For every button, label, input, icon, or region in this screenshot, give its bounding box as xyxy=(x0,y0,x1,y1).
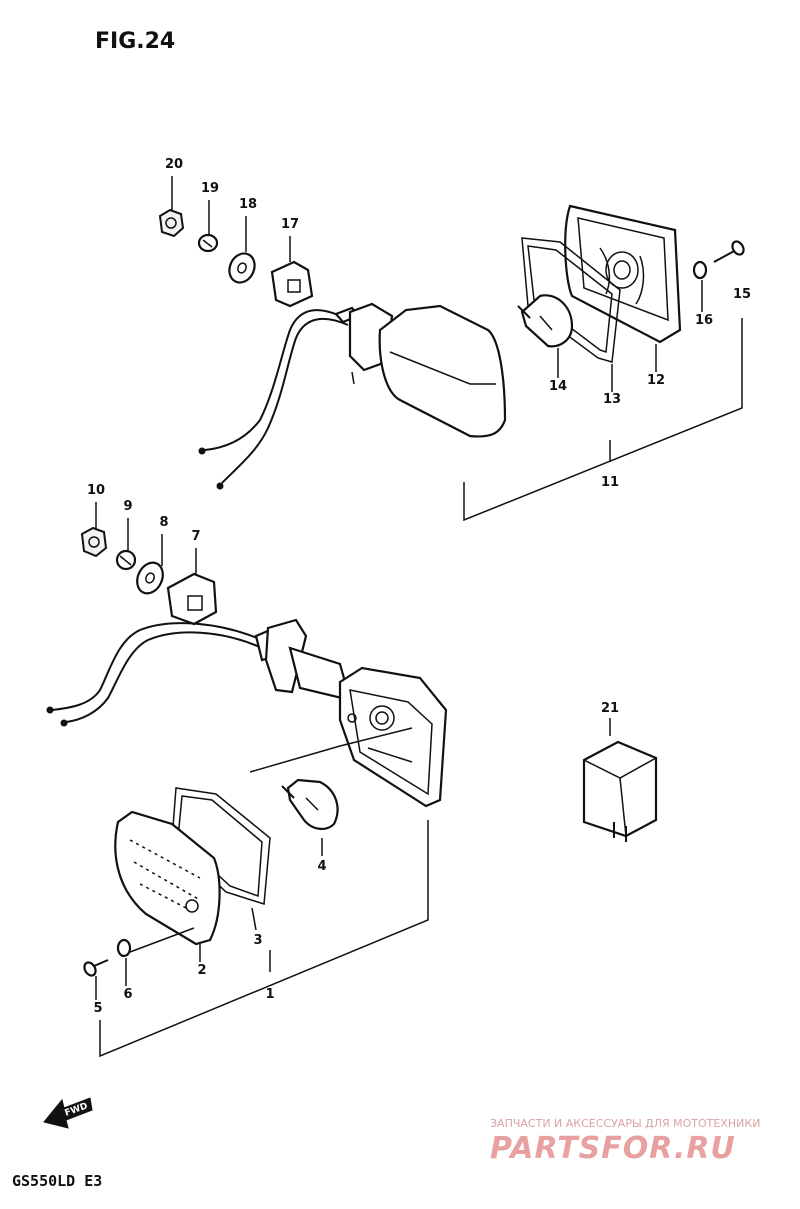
callout-17: 17 xyxy=(281,217,299,232)
callout-9: 9 xyxy=(123,499,132,514)
callout-16: 16 xyxy=(695,313,713,328)
callout-8: 8 xyxy=(159,515,168,530)
rear-turn-signal-assembly xyxy=(158,204,745,522)
figure-title: FIG.24 xyxy=(95,29,175,54)
part-6-washer xyxy=(116,938,132,958)
callouts: 20 19 18 17 15 16 12 13 14 11 10 9 8 7 2… xyxy=(87,157,751,1016)
part-12-lens xyxy=(564,204,682,344)
part-15-screw xyxy=(713,240,745,263)
callout-6: 6 xyxy=(123,987,132,1002)
part-18-washer xyxy=(228,252,256,284)
part-10-nut xyxy=(80,526,108,558)
part-17-cushion xyxy=(270,260,314,308)
callout-10: 10 xyxy=(87,483,105,498)
part-19-lock-washer xyxy=(197,233,219,253)
callout-15: 15 xyxy=(733,287,751,302)
part-16-washer xyxy=(692,260,708,280)
callout-4: 4 xyxy=(317,859,326,874)
part-9-lock-washer xyxy=(115,549,137,571)
callout-2: 2 xyxy=(197,963,206,978)
callout-13: 13 xyxy=(603,392,621,407)
callout-12: 12 xyxy=(647,373,665,388)
callout-5: 5 xyxy=(93,1001,102,1016)
part-14-bulb xyxy=(517,294,574,348)
front-turn-signal-assembly xyxy=(46,526,448,1058)
model-code: GS550LD E3 xyxy=(12,1172,102,1190)
part-5-screw xyxy=(83,959,109,977)
callout-21: 21 xyxy=(601,701,619,716)
callout-20: 20 xyxy=(165,157,183,172)
part-20-nut xyxy=(158,208,185,238)
callout-1: 1 xyxy=(265,987,274,1002)
part-2-lens xyxy=(114,810,221,946)
callout-18: 18 xyxy=(239,197,257,212)
watermark-tagline: ЗАПЧАСТИ И АКСЕССУАРЫ ДЛЯ МОТОТЕХНИКИ xyxy=(490,1117,760,1130)
watermark-brand: PARTSFOR.RU xyxy=(490,1131,736,1166)
part-4-bulb xyxy=(281,778,339,830)
callout-3: 3 xyxy=(253,933,262,948)
part-21-relay xyxy=(582,718,658,842)
callout-11: 11 xyxy=(601,475,619,490)
forward-arrow-icon: FWD xyxy=(43,1097,93,1129)
callout-19: 19 xyxy=(201,181,219,196)
callout-7: 7 xyxy=(191,529,200,544)
part-7-cushion xyxy=(166,572,218,626)
callout-14: 14 xyxy=(549,379,567,394)
part-8-washer xyxy=(136,561,164,595)
watermark: ЗАПЧАСТИ И АКСЕССУАРЫ ДЛЯ МОТОТЕХНИКИ PA… xyxy=(490,1117,760,1166)
